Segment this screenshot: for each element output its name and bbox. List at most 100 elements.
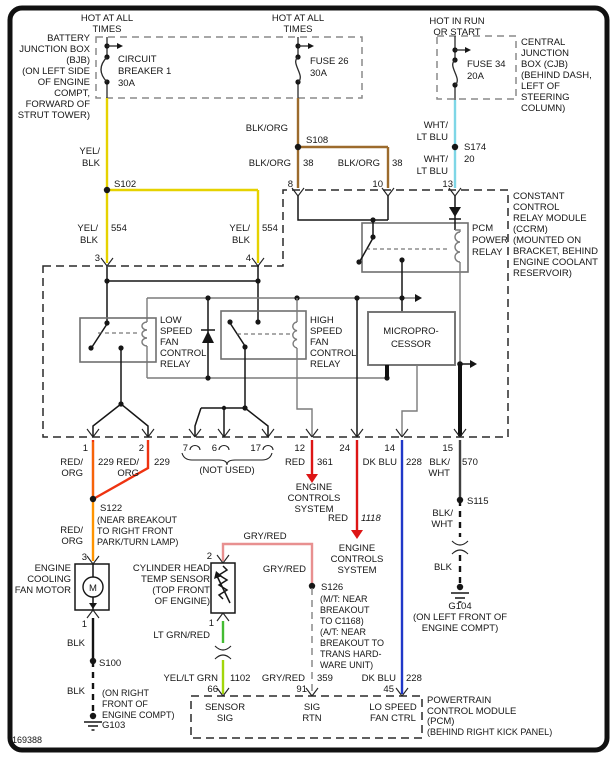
wire-color-label: WHT	[428, 468, 450, 479]
unused-pin-icon	[189, 445, 201, 451]
pcm-pin-function: SIG	[217, 713, 233, 724]
diode-icon	[449, 196, 461, 230]
splice-dot	[89, 495, 97, 503]
ccrm-internals: LOW SPEED FAN CONTROL RELAY HIGH SPEED F…	[79, 196, 508, 436]
motor-icon	[82, 576, 104, 598]
ground-icon	[451, 583, 469, 603]
cjb-label-line: LEFT OF	[521, 81, 560, 92]
wire-color-label: DK BLU	[362, 673, 396, 684]
wire-color-label: WHT/	[424, 120, 449, 131]
arrow-down-icon	[306, 474, 318, 483]
splice-dot	[103, 186, 111, 194]
circuit-number: 228	[406, 457, 422, 468]
ccrm-label-line: CONSTANT	[513, 191, 565, 202]
wire-color-label: ORG	[117, 468, 139, 479]
connector-icons-ccrm-bottom	[86, 428, 467, 451]
component-label-line: (TOP FRONT	[152, 585, 210, 596]
cjb-label-line: BOX (CJB)	[521, 59, 568, 70]
pin-number: 7	[183, 443, 188, 454]
bjb-label: BATTERY JUNCTION BOX (BJB) (ON LEFT SIDE…	[18, 33, 91, 121]
wire-color-label: BLK	[82, 158, 101, 169]
wire-color-label: LT BLU	[417, 132, 448, 143]
offpage-label-line: SYSTEM	[294, 504, 333, 515]
component-label-line: CYLINDER HEAD	[133, 563, 210, 574]
pin-number: 2	[139, 443, 144, 454]
device-label: 30A	[310, 68, 328, 79]
splice-label: S108	[306, 135, 328, 146]
pcm-pin-function: SIG	[304, 702, 320, 713]
arrow-right-icon	[415, 294, 422, 302]
splice-label: S122	[100, 503, 122, 514]
ground-icon	[84, 712, 102, 731]
relay-label-line: RELAY	[160, 359, 191, 370]
cjb-outline	[436, 35, 517, 100]
relay-label-line: POWER	[472, 235, 508, 246]
inline-connector-icon	[451, 540, 469, 555]
splice-note-line: PARK/TURN LAMP)	[97, 537, 178, 547]
gry-red-wire	[221, 542, 316, 694]
pin-number: 17	[250, 443, 261, 454]
splice-dot	[294, 143, 302, 151]
micro-label-line: CESSOR	[391, 339, 431, 350]
wire-color-label: YEL/	[229, 223, 250, 234]
hot-label: TIMES	[283, 24, 312, 35]
wire-color-label: RED	[285, 457, 305, 468]
pcm-pin-function: FAN CTRL	[370, 713, 416, 724]
pin-number: 4	[246, 253, 251, 264]
circuit-number: 1118	[361, 513, 381, 524]
pin-number: 8	[288, 179, 293, 190]
connector-icons-ccrm-top	[100, 187, 462, 267]
relay-coil-icon	[292, 321, 298, 349]
wire-color-label: YEL/	[77, 223, 98, 234]
wire-color-label: GRY/RED	[262, 673, 305, 684]
pcm-label-line: POWERTRAIN	[427, 695, 491, 706]
motor-ground-wire	[84, 618, 102, 731]
pin-number: 6	[212, 443, 217, 454]
cjb-label-line: JUNCTION	[521, 48, 569, 59]
circuit-number: 554	[262, 223, 278, 234]
wire-color-label: RED/	[60, 457, 83, 468]
pcm-label-line: (PCM)	[427, 716, 454, 727]
bjb-outline	[95, 36, 363, 99]
engine-cooling-fan-motor: M	[74, 555, 110, 619]
wire-color-label: BLK/	[429, 457, 450, 468]
wire-color-label: GRY/RED	[263, 564, 306, 575]
wire-color-label: YEL/	[79, 146, 100, 157]
wire-color-label: WHT	[431, 519, 453, 530]
splice-note-line: WARE UNIT)	[320, 660, 373, 670]
ccrm-ground-bus	[457, 360, 477, 436]
component-label-line: FAN MOTOR	[15, 585, 71, 596]
wire-color-label: ORG	[61, 536, 83, 547]
relay-label-line: SPEED	[310, 326, 342, 337]
pin-number: 12	[294, 443, 305, 454]
cylinder-head-temp-sensor	[210, 554, 236, 622]
wire-color-label: DK BLU	[363, 457, 397, 468]
splice-label: S126	[321, 582, 343, 593]
pin-number: 45	[383, 684, 394, 695]
micro-label-line: MICROPRO-	[383, 326, 438, 337]
pin-number: 13	[442, 179, 453, 190]
ccrm-label-line: (CCRM)	[513, 224, 548, 235]
motor-symbol: M	[89, 583, 97, 594]
arrow-down-icon	[89, 603, 97, 609]
device-label: FUSE 26	[310, 56, 349, 67]
hot-label: TIMES	[92, 24, 121, 35]
circuit-number: 229	[154, 457, 170, 468]
pin-number: 10	[372, 179, 383, 190]
splice-note-line: TRANS HARD-	[320, 649, 382, 659]
circuit-number: 359	[317, 673, 333, 684]
ground-note-line: ENGINE COMPT)	[102, 710, 175, 720]
ground-note-line: ENGINE COMPT)	[422, 623, 499, 634]
pin-number: 2	[207, 551, 212, 562]
wire-color-label: BLK	[67, 638, 86, 649]
ccrm-outline	[42, 189, 509, 438]
offpage-label-line: ENGINE	[296, 482, 332, 493]
wire-color-label: BLK/ORG	[249, 158, 291, 169]
fuse-icon	[452, 59, 458, 86]
diode-icon	[201, 298, 215, 378]
hot-label: OR START	[433, 27, 480, 38]
red-361-branch	[306, 440, 318, 483]
pin-number: 24	[339, 443, 350, 454]
